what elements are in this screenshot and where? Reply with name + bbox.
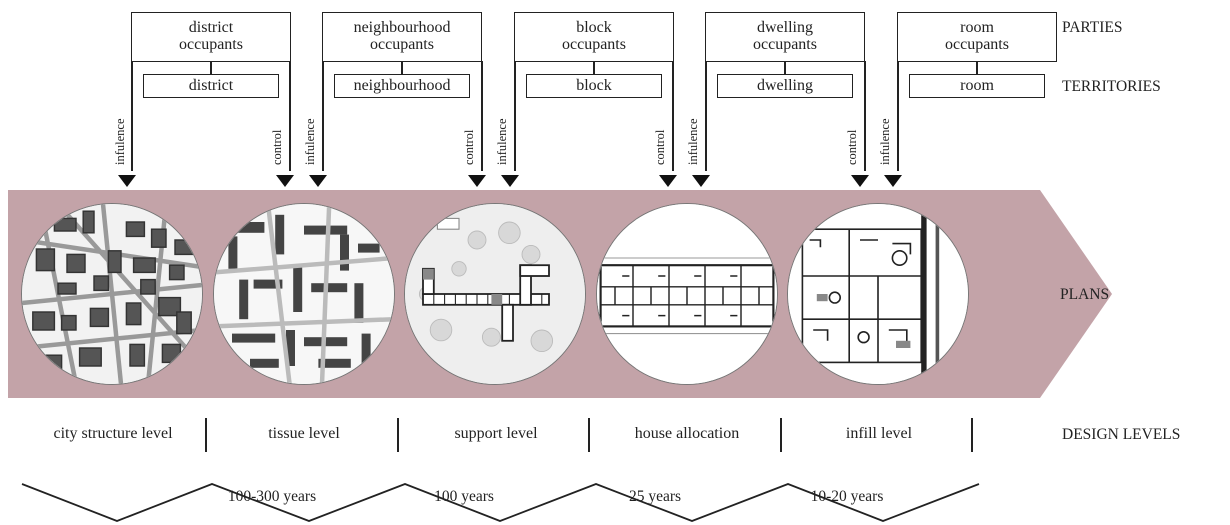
connector	[976, 61, 978, 74]
party-box-room: room occupants	[897, 12, 1057, 62]
control-line	[289, 61, 291, 171]
tissue-map-icon	[213, 203, 395, 385]
territory-box-dwelling: dwelling	[717, 74, 853, 98]
connector	[210, 61, 212, 74]
arrow-down-icon	[884, 175, 902, 187]
arrow-down-icon	[118, 175, 136, 187]
row-label-parties: PARTIES	[1062, 19, 1123, 36]
territory-box-block: block	[526, 74, 662, 98]
duration-support: 100 years	[434, 488, 494, 505]
party-box-neighbourhood: neighbourhood occupants	[322, 12, 482, 62]
territory-label: district	[188, 77, 234, 94]
level-separator	[397, 418, 399, 452]
duration-tissue: 100-300 years	[227, 488, 317, 505]
design-level-house-allocation: house allocation	[634, 425, 740, 442]
party-label: dwelling occupants	[753, 19, 817, 53]
house-plan-icon	[596, 203, 778, 385]
city-map-icon	[21, 203, 203, 385]
level-separator	[588, 418, 590, 452]
arrow-down-icon	[276, 175, 294, 187]
influence-line	[705, 61, 707, 171]
row-label-plans: PLANS	[1060, 286, 1110, 303]
infill-plan-icon	[787, 203, 969, 385]
territory-label: dwelling	[757, 77, 813, 94]
territory-label: room	[960, 77, 994, 94]
bracket-line	[21, 483, 980, 522]
arrow-down-icon	[692, 175, 710, 187]
support-plan-icon	[404, 203, 586, 385]
design-level-city-structure: city structure level	[53, 425, 173, 442]
influence-line	[514, 61, 516, 171]
arrow-down-icon	[468, 175, 486, 187]
party-box-block: block occupants	[514, 12, 674, 62]
design-level-support: support level	[454, 425, 538, 442]
city-map-drawing	[22, 204, 202, 384]
level-separator	[780, 418, 782, 452]
tissue-map-drawing	[214, 204, 394, 384]
territory-label: neighbourhood	[353, 77, 451, 94]
row-label-design-levels: DESIGN LEVELS	[1062, 426, 1181, 443]
connector	[593, 61, 595, 74]
arrow-down-icon	[501, 175, 519, 187]
row-label-territories: TERRITORIES	[1062, 78, 1161, 95]
control-line	[672, 61, 674, 171]
design-level-infill: infill level	[845, 425, 913, 442]
connector	[401, 61, 403, 74]
control-line	[864, 61, 866, 171]
arrow-down-icon	[309, 175, 327, 187]
influence-line	[131, 61, 133, 171]
party-label: district occupants	[179, 19, 243, 53]
party-label: block occupants	[562, 19, 626, 53]
duration-infill: 10-20 years	[810, 488, 884, 505]
party-label: room occupants	[945, 19, 1009, 53]
level-separator	[205, 418, 207, 452]
connector	[784, 61, 786, 74]
level-separator	[971, 418, 973, 452]
support-plan-drawing	[405, 204, 585, 384]
territory-box-district: district	[143, 74, 279, 98]
duration-house: 25 years	[628, 488, 682, 505]
party-box-dwelling: dwelling occupants	[705, 12, 865, 62]
control-line	[481, 61, 483, 171]
territory-box-room: room	[909, 74, 1045, 98]
influence-line	[897, 61, 899, 171]
house-plan-drawing	[597, 204, 777, 384]
party-box-district: district occupants	[131, 12, 291, 62]
territory-box-neighbourhood: neighbourhood	[334, 74, 470, 98]
arrow-down-icon	[659, 175, 677, 187]
influence-line	[322, 61, 324, 171]
party-label: neighbourhood occupants	[353, 19, 451, 53]
arrow-down-icon	[851, 175, 869, 187]
design-level-tissue: tissue level	[268, 425, 340, 442]
infill-plan-drawing	[788, 204, 968, 384]
territory-label: block	[576, 77, 612, 94]
